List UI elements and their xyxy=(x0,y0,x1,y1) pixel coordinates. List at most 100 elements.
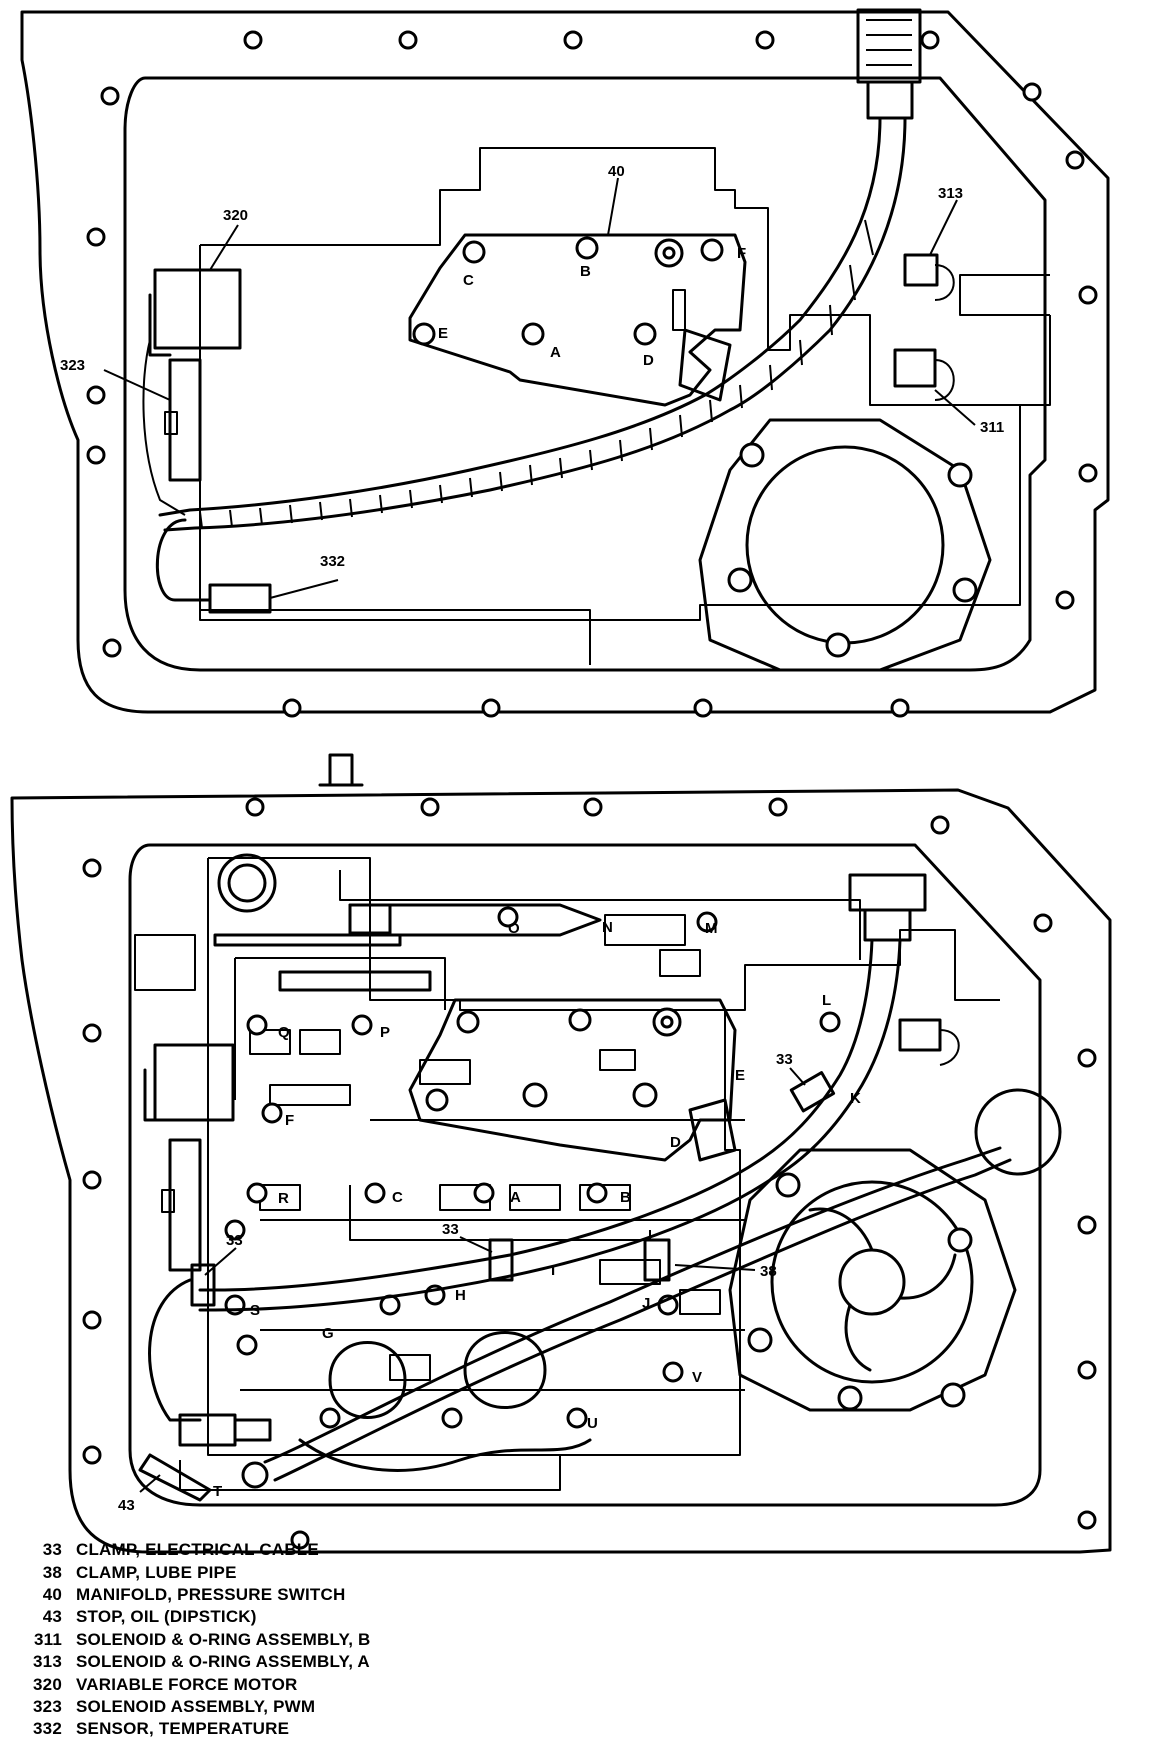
bottom-pump-bore xyxy=(770,1180,974,1384)
lower-manifold-plate xyxy=(408,998,737,1162)
valve-body-outline xyxy=(179,857,1000,1491)
callout-43: 43 xyxy=(118,1497,135,1514)
top-letter-f: F xyxy=(737,245,746,262)
legend-text: MANIFOLD, PRESSURE SWITCH xyxy=(76,1584,346,1604)
lower-manifold-holes xyxy=(425,1007,682,1112)
callout-38: 38 xyxy=(760,1263,777,1280)
legend-number: 320 xyxy=(33,1674,62,1694)
bottom-pump-body xyxy=(728,1148,1017,1412)
bottom-view: O N M L Q P E K F D R C A B I H J S G V … xyxy=(10,753,1112,1554)
lube-pipe xyxy=(273,1158,1012,1482)
valve-body-bolt-holes xyxy=(224,906,841,1429)
manifold-holes xyxy=(412,236,724,346)
solenoid-b xyxy=(893,348,937,388)
bottom-temperature-sensor xyxy=(178,1413,237,1447)
valve-body-ports xyxy=(134,914,721,1381)
bottom-letter-s: S xyxy=(250,1302,260,1319)
top-leader-lines xyxy=(103,177,976,599)
callout-40: 40 xyxy=(608,163,625,180)
callout-33-right: 33 xyxy=(776,1051,793,1068)
bottom-letter-p: P xyxy=(380,1024,390,1041)
legend-text: VARIABLE FORCE MOTOR xyxy=(76,1674,298,1694)
legend-number: 311 xyxy=(33,1629,62,1649)
lube-pipe-end xyxy=(241,1461,269,1489)
legend-item: 38 CLAMP, LUBE PIPE xyxy=(18,1561,658,1583)
parts-legend: 33 CLAMP, ELECTRICAL CABLE 38 CLAMP, LUB… xyxy=(18,1539,658,1741)
bottom-letter-o: O xyxy=(508,920,520,937)
bottom-wire-harness xyxy=(198,938,874,1292)
legend-item: 313 SOLENOID & O-RING ASSEMBLY, A xyxy=(18,1651,658,1673)
bottom-sensor-loop xyxy=(148,1278,202,1422)
solenoid-a xyxy=(903,253,939,287)
bottom-letter-j: J xyxy=(642,1295,650,1312)
bottom-letter-r: R xyxy=(278,1190,289,1207)
bottom-wire-harness-b xyxy=(198,938,902,1312)
bottom-pwm-solenoid xyxy=(168,1138,202,1272)
top-outer-gasket xyxy=(20,10,1110,714)
pwm-solenoid-tab xyxy=(164,411,178,435)
oil-stop-dipstick xyxy=(138,1453,212,1502)
callout-33-middle: 33 xyxy=(442,1221,459,1238)
harness-connector-manifold xyxy=(678,328,732,402)
callout-33-left: 33 xyxy=(226,1232,243,1249)
legend-text: SOLENOID & O-RING ASSEMBLY, B xyxy=(76,1629,371,1649)
top-casting-boundary xyxy=(199,147,1051,621)
legend-number: 313 xyxy=(33,1652,62,1672)
bottom-pwm-tab xyxy=(161,1189,175,1213)
bottom-variable-force-motor xyxy=(153,1043,235,1122)
lube-pipe-b xyxy=(263,1146,1002,1464)
temp-sensor-wire xyxy=(155,518,212,602)
bottom-pump-bolt-hexes xyxy=(747,1172,973,1411)
bottom-bolt-holes xyxy=(82,797,1097,1550)
cable-clamp-left xyxy=(190,1263,216,1307)
callout-332: 332 xyxy=(320,553,345,570)
lower-valve-lobes xyxy=(298,1331,592,1472)
bottom-inner-outline xyxy=(128,843,1042,1507)
legend-text: SOLENOID ASSEMBLY, PWM xyxy=(76,1696,316,1716)
vfm-bracket xyxy=(148,293,172,357)
bottom-letter-n: N xyxy=(602,919,613,936)
bottom-letter-c: C xyxy=(392,1189,403,1206)
top-fitting xyxy=(328,753,354,787)
bottom-leader-lines xyxy=(139,1067,806,1493)
top-view: B C F E A D 40 313 320 323 311 332 xyxy=(20,8,1110,718)
top-wire-harness-b xyxy=(163,116,907,532)
callout-311: 311 xyxy=(980,419,1004,436)
bottom-letter-v: V xyxy=(692,1369,702,1386)
pwm-wires xyxy=(142,339,186,516)
legend-number: 40 xyxy=(42,1584,62,1604)
bottom-letter-t: T xyxy=(213,1483,222,1500)
legend-number: 323 xyxy=(33,1696,62,1716)
pump-bolt-hexes xyxy=(727,442,978,658)
top-wire-harness xyxy=(158,116,882,517)
bottom-temp-sensor-tip xyxy=(233,1418,272,1442)
legend-item: 33 CLAMP, ELECTRICAL CABLE xyxy=(18,1539,658,1561)
solenoid-wires xyxy=(934,264,955,401)
top-inner-outline xyxy=(123,76,1047,672)
top-bolt-holes xyxy=(86,30,1098,718)
bottom-letter-m: M xyxy=(705,920,718,937)
legend-number: 33 xyxy=(42,1540,62,1560)
lube-pipe-clamp xyxy=(643,1238,671,1282)
manifold-slot xyxy=(672,289,686,331)
variable-force-motor xyxy=(153,268,242,350)
pwm-solenoid xyxy=(168,358,202,482)
top-letter-e: E xyxy=(438,325,448,342)
top-letter-d: D xyxy=(643,352,654,369)
bottom-letter-g: G xyxy=(322,1325,334,1342)
bottom-letter-a: A xyxy=(510,1189,521,1206)
legend-text: SOLENOID & O-RING ASSEMBLY, A xyxy=(76,1652,370,1672)
legend-text: CLAMP, ELECTRICAL CABLE xyxy=(76,1540,319,1560)
legend-item: 311 SOLENOID & O-RING ASSEMBLY, B xyxy=(18,1629,658,1651)
bottom-harness-connector xyxy=(848,873,927,942)
legend-number: 332 xyxy=(33,1719,62,1739)
pump-bore xyxy=(745,445,945,645)
bottom-solenoid xyxy=(898,1018,942,1052)
bottom-letter-k: K xyxy=(850,1090,861,1107)
legend-item: 320 VARIABLE FORCE MOTOR xyxy=(18,1673,658,1695)
pressure-switch-manifold xyxy=(408,233,747,407)
accumulator-boss-inner xyxy=(227,863,267,903)
legend-text: SENSOR, TEMPERATURE xyxy=(76,1719,290,1739)
legend-item: 43 STOP, OIL (DIPSTICK) xyxy=(18,1606,658,1628)
